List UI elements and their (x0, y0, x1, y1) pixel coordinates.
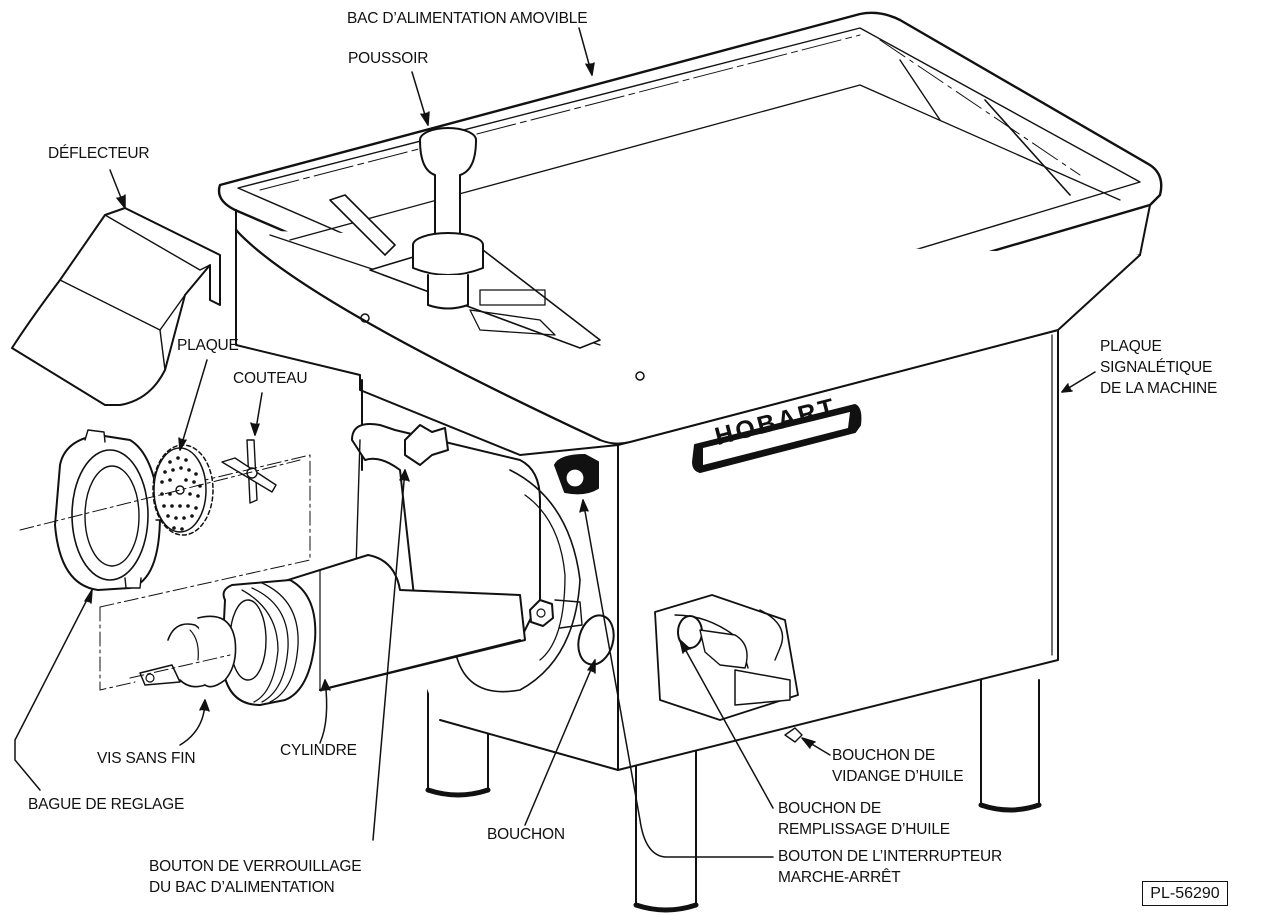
front-bracket (654, 594, 803, 743)
label-bouton-verrouillage: BOUTON DE VERROUILLAGE DU BAC D’ALIMENTA… (149, 858, 362, 896)
label-bouchon: BOUCHON (487, 826, 565, 843)
label-plaque: PLAQUE (177, 337, 239, 354)
label-deflecteur: DÉFLECTEUR (48, 145, 150, 162)
deflector (11, 207, 221, 406)
knife (221, 439, 277, 504)
leader-lines (14, 27, 1096, 858)
label-bague-reglage: BAGUE DE REGLAGE (28, 796, 185, 813)
label-bouchon-remplissage: BOUCHON DE REMPLISSAGE D’HUILE (778, 800, 950, 838)
pusher (412, 127, 484, 310)
label-plaque-signaletique: PLAQUE SIGNALÉTIQUE DE LA MACHINE (1100, 338, 1218, 397)
figure-id: PL-56290 (1142, 881, 1228, 906)
exploded-view-guides (19, 454, 311, 691)
label-cylindre: CYLINDRE (280, 742, 357, 759)
label-bouton-interrupteur: BOUTON DE L’INTERRUPTEUR MARCHE-ARRÊT (778, 848, 1002, 886)
label-bac-alimentation: BAC D’ALIMENTATION AMOVIBLE (347, 10, 588, 27)
adjusting-ring (54, 429, 167, 591)
auger (139, 615, 237, 688)
cylinder (221, 554, 526, 706)
gear-housing (351, 423, 583, 693)
hobart-nameplate (692, 404, 862, 473)
plug (577, 614, 615, 666)
switch-and-oil-fill (554, 454, 599, 495)
label-couteau: COUTEAU (233, 370, 308, 387)
label-vis-sans-fin: VIS SANS FIN (97, 750, 196, 767)
grinder-plate (152, 444, 214, 536)
label-poussoir: POUSSOIR (348, 50, 429, 67)
label-bouchon-vidange: BOUCHON DE VIDANGE D’HUILE (832, 747, 964, 785)
